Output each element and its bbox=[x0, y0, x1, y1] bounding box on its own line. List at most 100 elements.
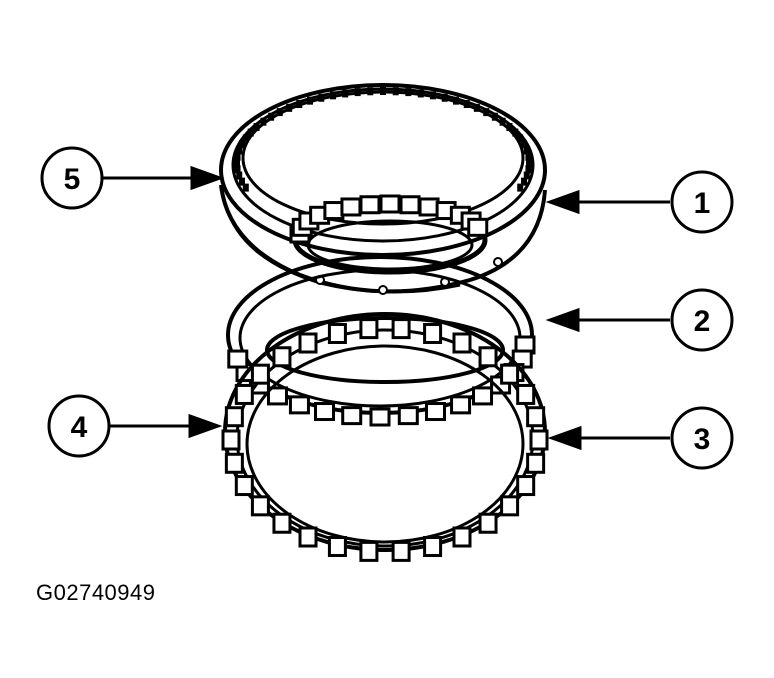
bottom-ring-splines bbox=[221, 318, 549, 562]
bottom-ring-spline bbox=[391, 540, 411, 562]
top-ring-tooth bbox=[392, 87, 399, 96]
middle-ring-lug bbox=[424, 402, 446, 422]
inner-ring-lug bbox=[379, 194, 401, 214]
top-ring-tooth bbox=[417, 89, 424, 98]
top-ring-tooth bbox=[260, 117, 267, 126]
top-ring-tooth bbox=[342, 89, 349, 98]
bottom-ring-spline bbox=[272, 512, 292, 534]
bottom-ring-spline bbox=[452, 526, 472, 548]
bottom-ring-spline bbox=[391, 318, 411, 340]
bottom-ring-spline bbox=[500, 363, 520, 385]
top-ring-tooth bbox=[253, 123, 260, 131]
bottom-ring-spline bbox=[423, 322, 443, 344]
top-ring-tooth bbox=[307, 96, 313, 105]
top-ring-tooth bbox=[453, 96, 459, 105]
bottom-ring-spline bbox=[272, 346, 292, 368]
top-ring-holes bbox=[315, 257, 503, 295]
middle-ring-lug bbox=[314, 402, 336, 422]
bottom-ring-spline bbox=[221, 429, 241, 451]
inner-ring-lug bbox=[340, 197, 362, 217]
callout-4-label: 4 bbox=[71, 411, 88, 444]
top-ring-tooth bbox=[499, 117, 506, 126]
inner-small-ring-lugs bbox=[289, 194, 489, 244]
bottom-ring-spline bbox=[327, 322, 347, 344]
bottom-ring-spline bbox=[234, 383, 254, 405]
top-ring-tooth bbox=[506, 123, 513, 131]
callout-4: 4 bbox=[47, 394, 111, 458]
middle-ring-lug bbox=[472, 386, 494, 406]
top-ring-tooth bbox=[525, 152, 532, 161]
top-ring-tooth bbox=[512, 128, 519, 137]
top-ring-tooth bbox=[525, 165, 532, 174]
inner-ring-lug bbox=[359, 195, 381, 215]
callout-1: 1 bbox=[670, 170, 734, 234]
inner-ring-lug bbox=[467, 217, 489, 237]
bottom-ring-spline bbox=[298, 332, 318, 354]
top-ring-tooth bbox=[491, 112, 498, 121]
top-ring-tooth bbox=[238, 140, 245, 149]
top-ring-tooth bbox=[463, 100, 470, 109]
top-ring-tooth bbox=[521, 177, 528, 186]
top-ring-tooth bbox=[483, 108, 490, 117]
top-ring-tooth bbox=[405, 88, 412, 97]
inner-ring-lug bbox=[323, 201, 345, 221]
top-ring-tooth bbox=[296, 100, 303, 109]
leader-lines bbox=[103, 165, 670, 451]
top-ring-tooth bbox=[380, 87, 386, 95]
bottom-ring-spline bbox=[234, 475, 254, 497]
bottom-ring-spline bbox=[500, 495, 520, 517]
bottom-ring-spline bbox=[516, 383, 536, 405]
middle-ring-lug bbox=[450, 395, 472, 415]
callout-2: 2 bbox=[670, 288, 734, 352]
top-ring-tooth bbox=[441, 93, 448, 102]
top-ring-tooth bbox=[521, 140, 528, 149]
top-ring-tooth bbox=[517, 183, 524, 192]
top-ring-tooth bbox=[247, 128, 254, 137]
bottom-ring-spline bbox=[224, 452, 244, 474]
top-ring-tooth bbox=[234, 152, 241, 161]
bottom-ring-spline bbox=[327, 536, 347, 558]
callout-5: 5 bbox=[40, 146, 104, 210]
top-ring-tooth bbox=[318, 93, 325, 102]
top-ring-tooth bbox=[276, 108, 283, 117]
bottom-ring-spline bbox=[359, 318, 379, 340]
callout-2-label: 2 bbox=[694, 305, 711, 338]
middle-ring-lug bbox=[266, 386, 288, 406]
inner-ring-lug bbox=[418, 197, 440, 217]
top-ring-tooth bbox=[242, 183, 249, 192]
top-ring-tooth bbox=[268, 112, 275, 121]
callout-3: 3 bbox=[670, 406, 734, 470]
bottom-ring-spline bbox=[250, 363, 270, 385]
middle-ring-lugs bbox=[227, 335, 536, 427]
top-ring-tooth bbox=[429, 91, 436, 100]
middle-ring-lug bbox=[397, 406, 419, 426]
callout-5-label: 5 bbox=[64, 163, 81, 196]
top-ring-tooth bbox=[523, 146, 530, 155]
inner-ring-lug bbox=[399, 195, 421, 215]
bottom-ring-spline bbox=[250, 495, 270, 517]
bottom-ring-spline bbox=[224, 406, 244, 428]
callout-1-label: 1 bbox=[694, 187, 711, 220]
bottom-ring-spline bbox=[529, 429, 549, 451]
top-ring-teeth bbox=[234, 87, 532, 192]
bottom-ring-spline bbox=[478, 346, 498, 368]
bottom-ring-spline bbox=[478, 512, 498, 534]
figure-id: G02740949 bbox=[36, 580, 156, 605]
top-ring-tooth bbox=[473, 103, 480, 112]
callout-3-label: 3 bbox=[694, 423, 711, 456]
bottom-ring-spline bbox=[359, 540, 379, 562]
bottom-ring-spline bbox=[526, 452, 546, 474]
bottom-ring-spline bbox=[526, 406, 546, 428]
top-ring-tooth bbox=[367, 87, 374, 96]
middle-ring-lug bbox=[369, 407, 391, 427]
middle-ring-lug bbox=[341, 406, 363, 426]
top-ring-tooth bbox=[354, 88, 361, 97]
top-ring-tooth bbox=[526, 159, 532, 167]
top-ring-tooth bbox=[330, 91, 337, 100]
middle-ring-lug bbox=[227, 349, 249, 369]
bottom-ring-spline bbox=[423, 536, 443, 558]
top-ring-tooth bbox=[236, 171, 243, 180]
top-ring-tooth bbox=[234, 165, 241, 174]
middle-ring-lug bbox=[288, 395, 310, 415]
top-ring-tooth bbox=[234, 159, 240, 167]
